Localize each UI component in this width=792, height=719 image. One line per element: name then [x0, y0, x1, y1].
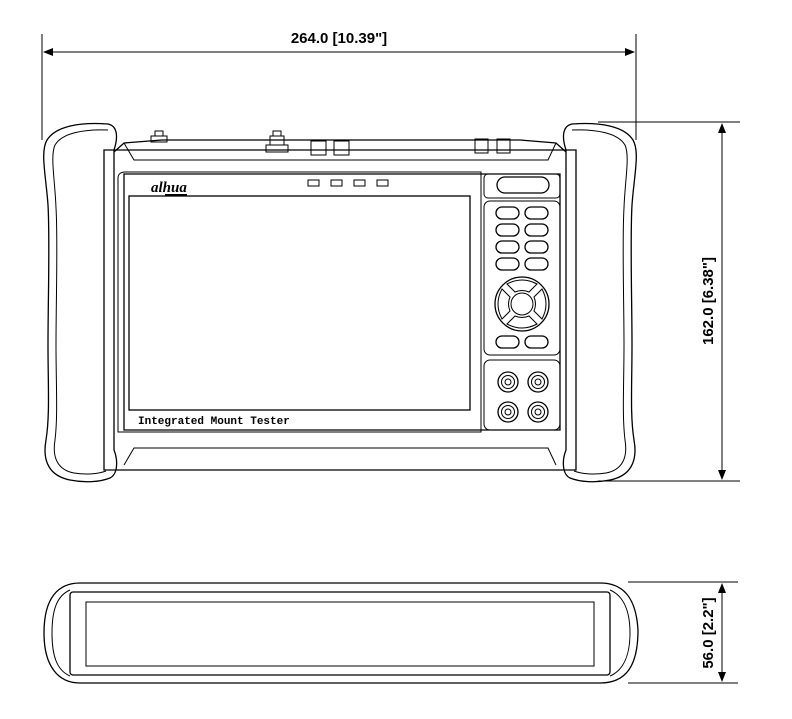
status-led-4	[376, 179, 389, 187]
control-panel	[483, 173, 561, 431]
key-4-2	[524, 257, 549, 271]
dpad-right-key	[533, 288, 547, 320]
brand-logo-underline	[165, 194, 187, 196]
front-panel-inner	[117, 171, 482, 433]
key-3-1	[495, 240, 520, 254]
status-leds	[307, 179, 389, 187]
key-3-2	[524, 240, 549, 254]
depth-label: 56.0 [2.2"]	[700, 597, 717, 668]
bnc-port	[265, 144, 289, 153]
right-bumper-inner	[571, 129, 628, 475]
connector-4	[527, 401, 549, 423]
power-button	[496, 176, 550, 194]
side-body-outer	[69, 591, 611, 676]
key-1-1	[495, 206, 520, 220]
left-bumper-inner	[52, 129, 109, 475]
key-2-2	[524, 223, 549, 237]
width-label: 264.0 [10.39"]	[291, 30, 387, 47]
height-dimension: 162.0 [6.38"]	[598, 121, 740, 482]
key-bottom-2	[524, 335, 549, 349]
keypad-area	[483, 200, 561, 356]
connector-2	[527, 371, 549, 393]
key-2-1	[495, 223, 520, 237]
dpad-down-key	[506, 315, 538, 329]
side-bumper-right	[609, 589, 631, 677]
side-body-inner	[85, 601, 595, 667]
bnc-port-tip	[272, 130, 282, 137]
key-4-1	[495, 257, 520, 271]
side-outer-outline	[43, 582, 639, 684]
dpad-ring	[494, 276, 550, 332]
side-bumper-left	[51, 589, 71, 677]
dpad-left-key	[497, 288, 511, 320]
dpad-center-key	[510, 292, 534, 316]
key-1-2	[524, 206, 549, 220]
device-side-view	[43, 582, 639, 684]
status-led-3	[353, 179, 366, 187]
lcd-screen	[128, 195, 471, 411]
top-housing	[113, 139, 567, 153]
brand-logo: alhua	[151, 180, 187, 196]
connector-area	[483, 359, 561, 431]
antenna-port-left-tip	[154, 130, 164, 137]
main-body-outline	[103, 149, 577, 471]
connector-1	[497, 371, 519, 393]
connector-3	[497, 401, 519, 423]
port-a	[310, 140, 327, 156]
right-bumper	[562, 122, 637, 483]
power-area	[483, 173, 561, 199]
top-connectors	[150, 130, 511, 156]
dpad	[494, 276, 550, 332]
dpad-up-key	[506, 279, 538, 293]
width-dimension: 264.0 [10.39"]	[41, 30, 637, 140]
depth-dimension: 56.0 [2.2"]	[628, 581, 738, 684]
left-bumper	[43, 122, 118, 483]
front-panel	[123, 173, 561, 431]
top-housing-edge	[123, 142, 557, 161]
screen-caption: Integrated Mount Tester	[138, 416, 290, 428]
port-c	[474, 138, 489, 154]
bottom-housing-edge	[123, 447, 557, 466]
status-led-1	[307, 179, 320, 187]
height-label: 162.0 [6.38"]	[700, 257, 717, 345]
port-b	[333, 140, 350, 156]
device-front-view: alhua Integrated Mount Tester	[43, 122, 637, 483]
port-d	[496, 138, 511, 154]
key-bottom-1	[495, 335, 520, 349]
status-led-2	[330, 179, 343, 187]
